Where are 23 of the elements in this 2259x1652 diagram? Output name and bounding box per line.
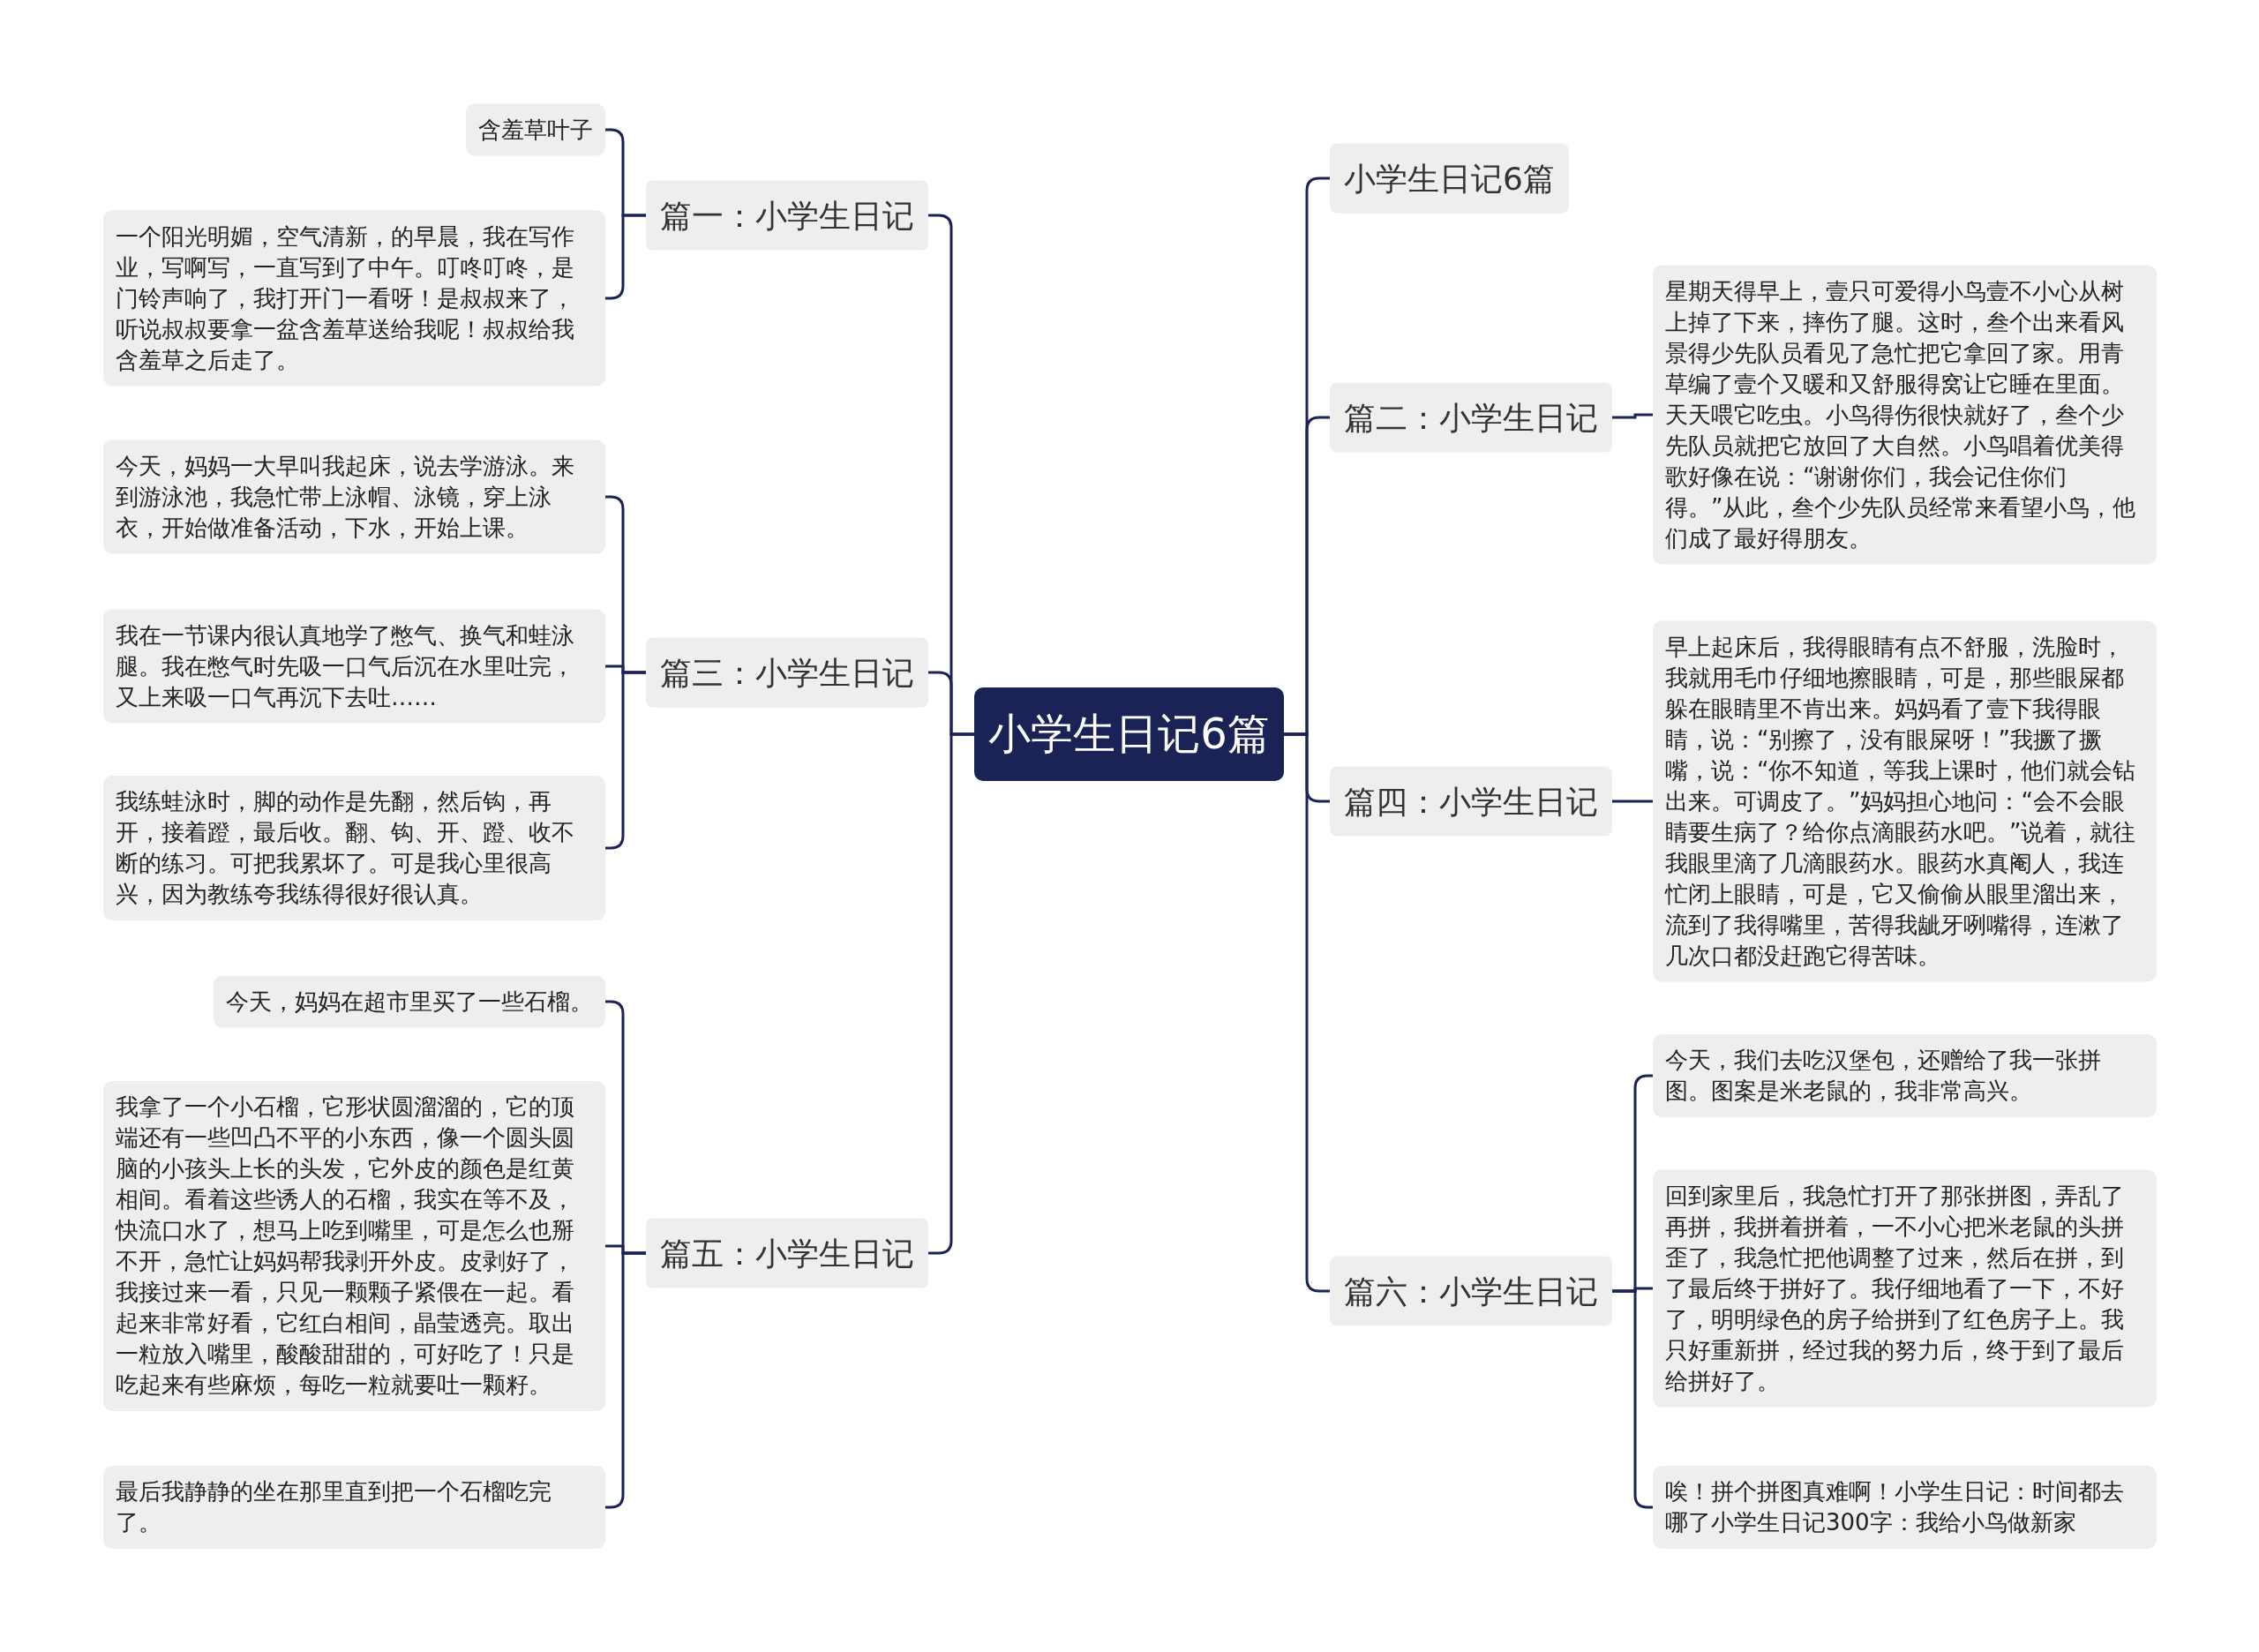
note-card: 今天，我们去吃汉堡包，还赠给了我一张拼图。图案是米老鼠的，我非常高兴。 [1653,1034,2157,1117]
note-card: 我在一节课内很认真地学了憋气、换气和蛙泳腿。我在憋气时先吸一口气后沉在水里吐完，又上来吸一口气再沉下去吐…… [103,609,605,724]
note-card: 回到家里后，我急忙打开了那张拼图，弄乱了再拼，我拼着拼着，一不小心把米老鼠的头拼歪了，我急忙把他调整了过来，然后在拼，到了最后终于拼好了。我仔细地看了一下，不好了，明明绿色的房子给拼到了红色房子上。我只好重新拼，经过我的努力后，终于到了最后给拼好了。 [1653,1169,2157,1408]
note-card: 我拿了一个小石榴，它形状圆溜溜的，它的顶端还有一些凹凸不平的小东西，像一个圆头圆脑的小孩头上长的头发，它外皮的颜色是红黄相间。看着这些诱人的石榴，我实在等不及，快流口水了，想马上吃到嘴里，可是怎么也掰不开，急忙让妈妈帮我剥开外皮。皮剥好了，我接过来一看，只见一颗颗子紧偎在一起。看起来非常好看，它红白相间，晶莹透亮。取出一粒放入嘴里，酸酸甜甜的，可好吃了！只是吃起来有些麻烦，每吃一粒就要吐一颗籽。 [103,1081,605,1411]
connector-line [1612,800,1653,803]
subtopic-box: 篇一：小学生日记 [646,180,928,251]
note-card: 含羞草叶子 [466,103,605,156]
subtopic-box: 篇五：小学生日记 [646,1218,928,1288]
note-card: 今天，妈妈一大早叫我起床，说去学游泳。来到游泳池，我急忙带上泳帽、泳镜，穿上泳衣，开始做准备活动，下水，开始上课。 [103,439,605,554]
subtopic-box: 篇四：小学生日记 [1330,766,1612,837]
note-card: 唉！拼个拼图真难啊！小学生日记：时间都去哪了小学生日记300字：我给小鸟做新家 [1653,1466,2157,1549]
subtopic-box: 篇二：小学生日记 [1330,382,1612,453]
connector-line [1612,413,1653,419]
central-topic-box: 小学生日记6篇 [974,687,1284,781]
subtopic-box: 篇三：小学生日记 [646,637,928,708]
subtopic-box: 小学生日记6篇 [1330,143,1569,214]
note-card: 我练蛙泳时，脚的动作是先翻，然后钩，再开，接着蹬，最后收。翻、钩、开、蹬、收不断的练习。可把我累坏了。可是我心里很高兴，因为教练夸我练得很好很认真。 [103,776,605,920]
note-card: 今天，妈妈在超市里买了一些石榴。 [214,975,605,1028]
note-card: 最后我静静的坐在那里直到把一个石榴吃完了。 [103,1466,605,1549]
note-card: 一个阳光明媚，空气清新，的早晨，我在写作业，写啊写，一直写到了中午。叮咚叮咚，是门铃声响了，我打开门一看呀！是叔叔来了，听说叔叔要拿一盆含羞草送给我呢！叔叔给我含羞草之后走了。 [103,210,605,387]
note-card: 早上起床后，我得眼睛有点不舒服，洗脸时，我就用毛巾仔细地擦眼睛，可是，那些眼屎都躲在眼睛里不肯出来。妈妈看了壹下我得眼睛，说：“别擦了，没有眼屎呀！”我撅了撅嘴，说：“你不知道，等我上课时，他们就会钻出来。可调皮了。”妈妈担心地问：“会不会眼睛要生病了？给你点滴眼药水吧。”说着，就往我眼里滴了几滴眼药水。眼药水真阉人，我连忙闭上眼睛，可是，它又偷偷从眼里溜出来，流到了我得嘴里，苦得我龇牙咧嘴得，连漱了几次口都没赶跑它得苦味。 [1653,620,2157,982]
note-card: 星期天得早上，壹只可爱得小鸟壹不小心从树上掉了下来，摔伤了腿。这时，叁个出来看风景得少先队员看见了急忙把它拿回了家。用青草编了壹个又暖和又舒服得窝让它睡在里面。天天喂它吃虫。小鸟得伤很快就好了，叁个少先队员就把它放回了大自然。小鸟唱着优美得歌好像在说：“谢谢你们，我会记住你们得。”从此，叁个少先队员经常来看望小鸟，他们成了最好得朋友。 [1653,265,2157,565]
subtopic-box: 篇六：小学生日记 [1330,1256,1612,1326]
